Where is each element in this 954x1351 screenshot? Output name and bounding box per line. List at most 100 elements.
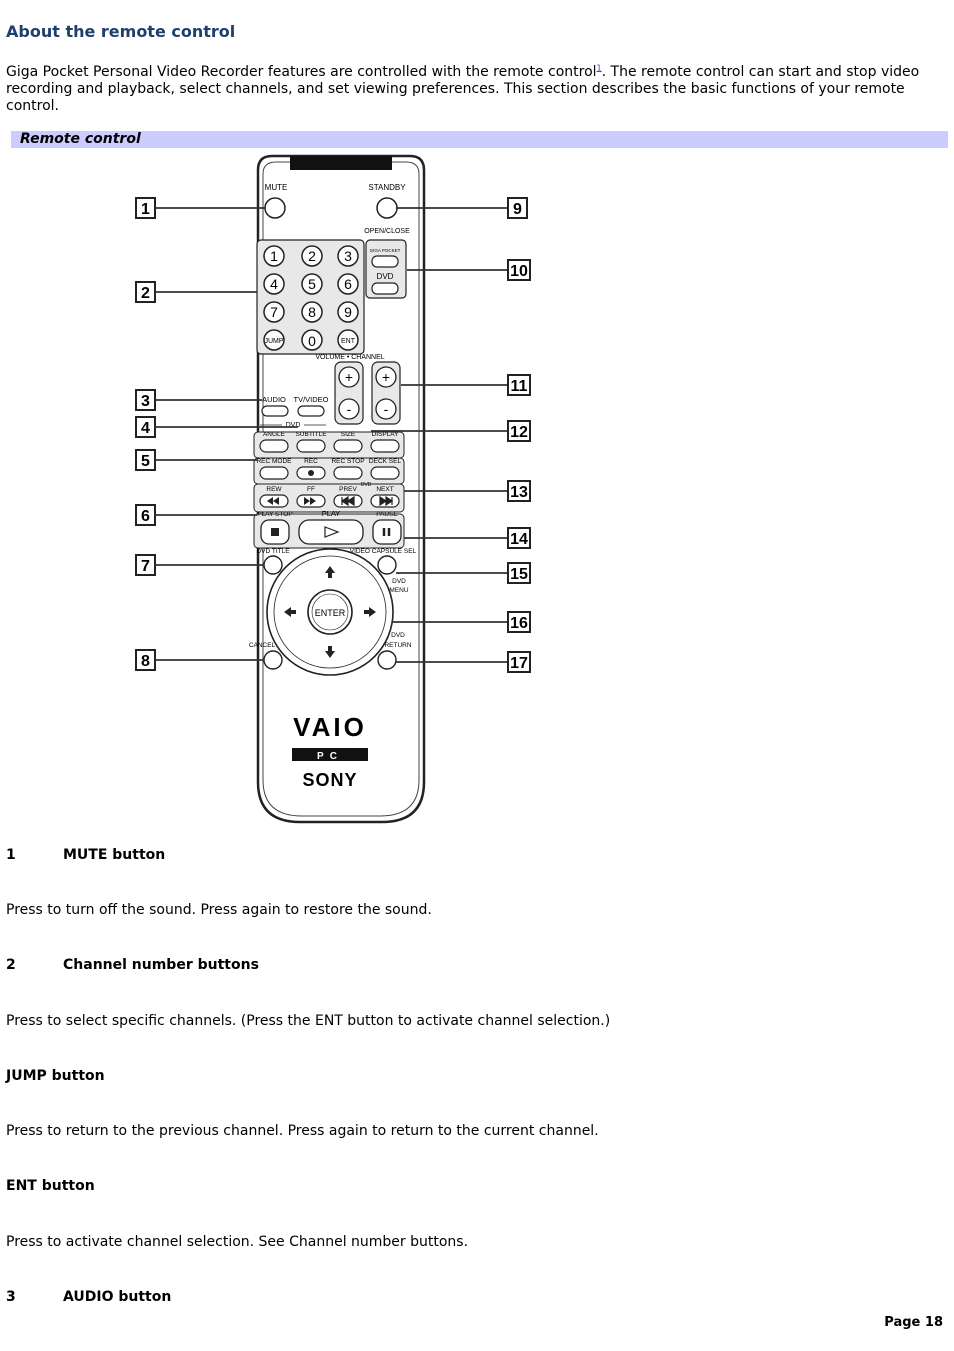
enter-button-inner: [311, 593, 349, 631]
dvd-menu-label-1: DVD: [392, 578, 406, 585]
play-button: [298, 519, 364, 545]
rec-mode-label: REC MODE: [256, 458, 292, 465]
left-arrow-icon: [284, 607, 296, 617]
digit-7-button: [263, 301, 285, 323]
channel-minus-button: [375, 398, 397, 420]
digit-2-button: [301, 245, 323, 267]
size-label: SIZE: [341, 431, 356, 438]
zero-button: [301, 329, 323, 351]
tv-video-button: [297, 405, 325, 417]
audio-button: [261, 405, 289, 417]
callout-15-box: [507, 562, 531, 584]
standby-button: [376, 197, 398, 219]
rec-stop-label: REC STOP: [331, 458, 364, 465]
mute-label: MUTE: [265, 183, 288, 192]
mute-button: [264, 197, 286, 219]
callout-13-number: 13: [510, 484, 528, 501]
ent-button: [337, 329, 359, 351]
prev-icon: [340, 495, 355, 507]
digit-9-label: 9: [344, 304, 352, 320]
dpad-inner-ring: [273, 555, 387, 669]
open-close-label: OPEN/CLOSE: [364, 228, 410, 235]
vaio-logo: VAIO: [293, 712, 367, 742]
remote-inner-outline: [262, 161, 420, 817]
digit-5-button: [301, 273, 323, 295]
entry-2-number: 2: [6, 957, 16, 973]
cancel-button: [263, 650, 283, 670]
entry-ent-term: ENT button: [6, 1178, 95, 1194]
volume-plus-button: [338, 366, 360, 388]
right-arrow-icon: [364, 607, 376, 617]
callout-14-box: [507, 527, 531, 549]
callout-12-number: 12: [510, 424, 528, 441]
digit-4-button: [263, 273, 285, 295]
giga-pocket-label: GIGA POCKET: [370, 248, 401, 253]
stop-icon: [271, 528, 279, 536]
dvd-title-button: [263, 555, 283, 575]
ff-label: FF: [307, 486, 315, 493]
pause-icon: [382, 528, 391, 536]
giga-pocket-button: [371, 255, 399, 268]
pc-badge: [292, 748, 368, 761]
callout-3-number: 3: [141, 393, 150, 410]
callout-8-number: 8: [141, 653, 150, 670]
callout-2-number: 2: [141, 285, 150, 302]
intro-text-1: Giga Pocket Personal Video Recorder feat…: [6, 64, 597, 80]
next-label: NEXT: [376, 486, 393, 493]
subtitle-label: SUBTITLE: [295, 431, 327, 438]
pc-logo: PC: [317, 751, 343, 762]
ff-icon: [304, 497, 316, 505]
callout-11-box: [507, 374, 531, 396]
sony-logo: SONY: [302, 770, 357, 790]
callout-14-number: 14: [510, 531, 528, 548]
entry-2-term: Channel number buttons: [63, 957, 259, 973]
digit-3-label: 3: [344, 248, 352, 264]
digit-6-button: [337, 273, 359, 295]
display-button: [370, 439, 400, 453]
entry-1-term: MUTE button: [63, 847, 166, 863]
entry-jump-term: JUMP button: [6, 1068, 105, 1084]
video-capsule-sel-label: VIDEO CAPSULE SEL: [350, 548, 417, 555]
callout-17-box: [507, 651, 531, 673]
digit-3-button: [337, 245, 359, 267]
play-label: PLAY: [322, 509, 341, 518]
deck-sel-button: [370, 466, 400, 480]
callout-9-number: 9: [513, 201, 522, 218]
rec-mode-button: [259, 466, 289, 480]
callout-13-box: [507, 480, 531, 502]
dvd-button: [371, 282, 399, 295]
callout-6-number: 6: [141, 508, 150, 525]
digit-8-label: 8: [308, 304, 316, 320]
dvd-menu-label-2: MENU: [389, 587, 408, 594]
entry-3-number: 3: [6, 1289, 16, 1305]
entry-1-description: Press to turn off the sound. Press again…: [6, 902, 432, 918]
digit-5-label: 5: [308, 276, 316, 292]
play-icon: [324, 526, 340, 538]
entry-3-term: AUDIO button: [63, 1289, 172, 1305]
subtitle-button: [296, 439, 326, 453]
volume-channel-label: VOLUME • CHANNEL: [315, 354, 384, 361]
down-arrow-icon: [325, 646, 335, 658]
zero-label: 0: [308, 333, 316, 349]
rec-label: REC: [304, 458, 318, 465]
dvd-title-label: DVD TITLE: [256, 548, 290, 555]
callout-10-box: [507, 259, 531, 281]
footnote-link[interactable]: 1: [596, 63, 602, 73]
entry-2-description: Press to select specific channels. (Pres…: [6, 1013, 611, 1029]
callout-11-number: 11: [511, 378, 528, 395]
number-pad-group: [256, 239, 365, 355]
digit-2-label: 2: [308, 248, 316, 264]
callout-1-number: 1: [141, 201, 150, 218]
rew-label: REW: [266, 486, 282, 493]
dvd-small-label: DVD: [361, 482, 372, 488]
volume-minus-button: [338, 398, 360, 420]
entry-ent-description: Press to activate channel selection. See…: [6, 1234, 469, 1250]
transport-group: [253, 483, 405, 513]
callout-7-number: 7: [141, 558, 150, 575]
callout-5-number: 5: [141, 453, 150, 470]
page-number: Page 18: [884, 1315, 943, 1330]
display-label: DISPLAY: [372, 431, 400, 438]
